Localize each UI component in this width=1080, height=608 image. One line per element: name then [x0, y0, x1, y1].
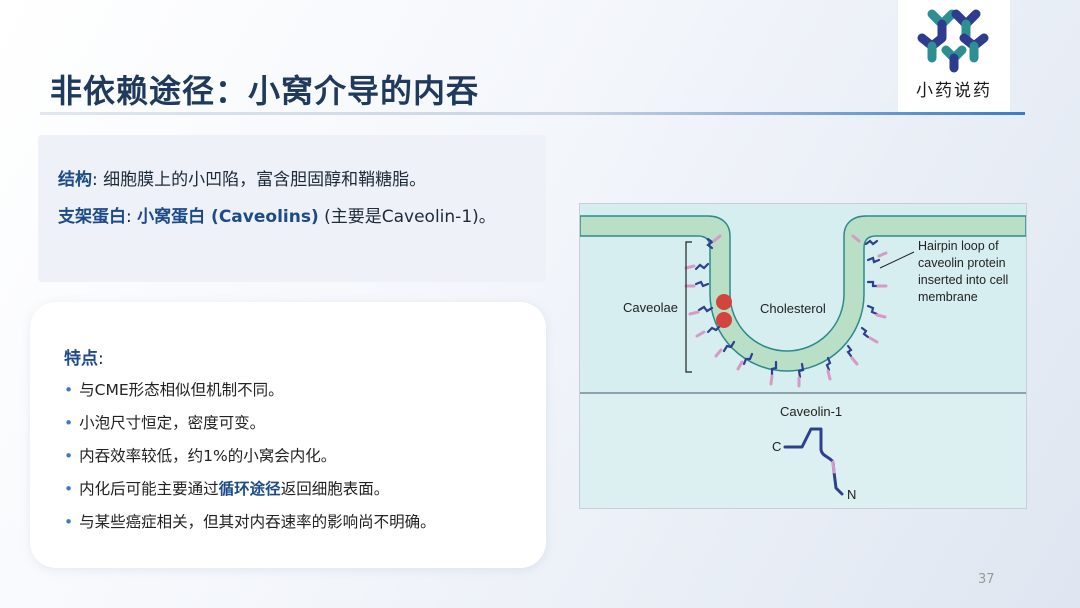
- bullet-icon: •: [64, 447, 74, 465]
- slide-title: 非依赖途径：小窝介导的内吞: [50, 72, 480, 110]
- list-item-text: 内化后可能主要通过: [79, 480, 219, 498]
- caveolin-coat: [694, 237, 881, 379]
- list-item-text: 小泡尺寸恒定，密度可变。: [79, 414, 266, 432]
- list-item-text: 内吞效率较低，约1%的小窝会内化。: [79, 447, 337, 465]
- scaffold-text: (主要是Caveolin-1)。: [318, 207, 496, 227]
- features-list: • 与CME形态相似但机制不同。 • 小泡尺寸恒定，密度可变。 • 内吞效率较低，约1…: [64, 378, 436, 543]
- label-c-terminus: C: [772, 439, 781, 454]
- label-caveolin-1: Caveolin-1: [780, 404, 842, 419]
- list-item: • 与CME形态相似但机制不同。: [64, 378, 436, 411]
- list-item-text: 与某些癌症相关，但其对内吞速率的影响尚不明确。: [79, 513, 436, 531]
- list-item-text: 返回细胞表面。: [280, 480, 390, 498]
- hairpin-label-2: caveolin protein: [918, 256, 1006, 270]
- structure-box: 结构: 细胞膜上的小凹陷，富含胆固醇和鞘糖脂。 支架蛋白: 小窝蛋白 (Cave…: [38, 135, 546, 282]
- list-item: • 小泡尺寸恒定，密度可变。: [64, 411, 436, 444]
- brand-logo: 小药说药: [898, 0, 1010, 112]
- features-title-text: 特点: [64, 349, 98, 369]
- protein-tips: [684, 234, 888, 388]
- features-title: 特点:: [64, 344, 104, 369]
- list-item-text: 与CME形态相似但机制不同。: [79, 381, 284, 399]
- hairpin-label-3: inserted into cell: [918, 273, 1008, 287]
- hairpin-label-4: membrane: [918, 290, 978, 304]
- label-cholesterol: Cholesterol: [760, 301, 826, 316]
- membrane-bilayer: [580, 215, 1026, 372]
- molecule-logo-icon: [917, 9, 989, 73]
- structure-text: : 细胞膜上的小凹陷，富含胆固醇和鞘糖脂。: [92, 170, 427, 190]
- bullet-icon: •: [64, 480, 74, 498]
- bullet-icon: •: [64, 381, 74, 399]
- cholesterol-dot: [716, 294, 732, 310]
- label-caveolae: Caveolae: [623, 300, 678, 315]
- title-divider: [40, 112, 1025, 115]
- scaffold-protein: 小窝蛋白 (Caveolins): [137, 207, 319, 227]
- hairpin-label-1: Hairpin loop of: [918, 239, 999, 253]
- structure-key: 结构: [58, 170, 92, 190]
- list-item: • 与某些癌症相关，但其对内吞速率的影响尚不明确。: [64, 510, 436, 543]
- list-item: • 内吞效率较低，约1%的小窝会内化。: [64, 444, 436, 477]
- caveolae-diagram: Caveolae Cholesterol Hairpin loop of cav…: [579, 203, 1027, 509]
- scaffold-sep: :: [126, 207, 138, 227]
- bullet-icon: •: [64, 513, 74, 531]
- structure-line: 结构: 细胞膜上的小凹陷，富含胆固醇和鞘糖脂。: [58, 165, 426, 190]
- strand-hairpin-mark: [831, 460, 836, 474]
- features-box: 特点: • 与CME形态相似但机制不同。 • 小泡尺寸恒定，密度可变。 • 内吞效率较…: [30, 302, 546, 568]
- bullet-icon: •: [64, 414, 74, 432]
- hairpin-pointer: [879, 251, 915, 269]
- logo-text: 小药说药: [916, 81, 992, 101]
- protein-panel: [580, 394, 1026, 508]
- page-number: 37: [978, 572, 995, 587]
- caveolae-bracket: [685, 241, 692, 373]
- cholesterol-dot: [716, 312, 732, 328]
- scaffold-line: 支架蛋白: 小窝蛋白 (Caveolins) (主要是Caveolin-1)。: [58, 202, 496, 227]
- highlight-term: 循环途径: [218, 480, 281, 498]
- features-title-colon: :: [98, 349, 104, 369]
- label-n-terminus: N: [847, 487, 856, 502]
- list-item: • 内化后可能主要通过循环途径返回细胞表面。: [64, 477, 436, 510]
- scaffold-key: 支架蛋白: [58, 207, 126, 227]
